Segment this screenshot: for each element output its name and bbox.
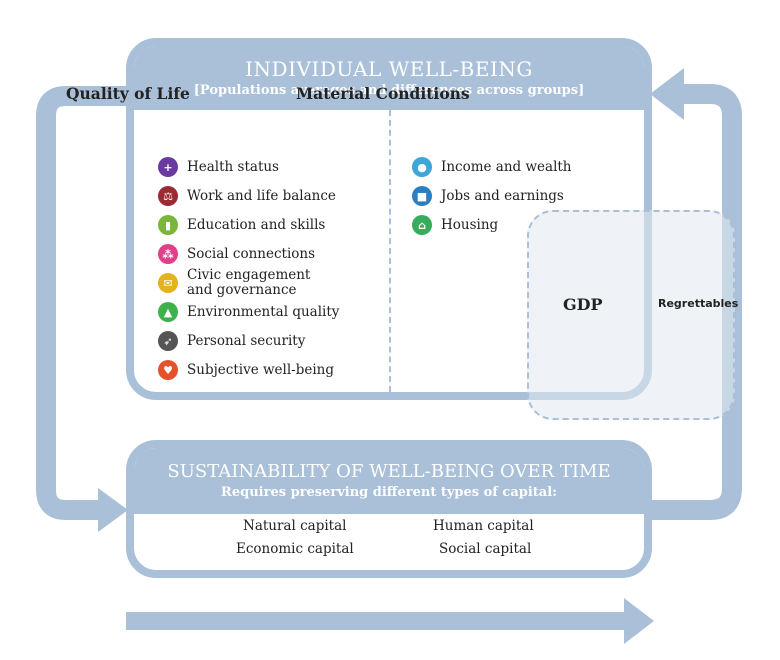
natural-capital-label: Natural capital (243, 518, 347, 534)
list-item-label: Education and skills (187, 216, 326, 233)
heart-icon: ♥ (158, 360, 178, 380)
list-item-label: Civic engagement and governance (187, 267, 311, 298)
sustainability-panel: SUSTAINABILITY OF WELL-BEING OVER TIME R… (126, 440, 652, 578)
list-item: ✉ Civic engagement and governance (158, 268, 310, 298)
list-item-label: Personal security (187, 332, 306, 349)
gdp-label: GDP (563, 295, 603, 314)
column-divider (389, 110, 391, 392)
ballot-envelope-icon: ✉ (158, 273, 178, 293)
left-arrowhead (98, 488, 128, 532)
list-item-label: Health status (187, 158, 279, 175)
list-item-label: Environmental quality (187, 303, 340, 320)
sustainability-title: SUSTAINABILITY OF WELL-BEING OVER TIME (167, 461, 611, 482)
list-item: ● Income and wealth (412, 157, 572, 177)
book-icon: ▮ (158, 215, 178, 235)
sustainability-header: SUSTAINABILITY OF WELL-BEING OVER TIME R… (134, 448, 644, 514)
right-arrowhead (650, 68, 684, 120)
list-item: ⌂ Housing (412, 215, 498, 235)
tree-icon: ▲ (158, 302, 178, 322)
human-capital-label: Human capital (433, 518, 534, 534)
list-item: ▲ Environmental quality (158, 302, 339, 322)
left-loop-arrow (36, 86, 128, 520)
quality-of-life-heading: Quality of Life (66, 84, 190, 103)
list-item: ▮ Education and skills (158, 215, 325, 235)
individual-well-being-subtitle: [Populations averages and differences ac… (193, 83, 585, 98)
time-arrowhead (624, 598, 654, 644)
individual-well-being-header: INDIVIDUAL WELL-BEING [Populations avera… (134, 46, 644, 110)
material-conditions-heading: Material Conditions (296, 84, 470, 103)
sustainability-subtitle: Requires preserving different types of c… (221, 485, 557, 500)
list-item: ♥ Subjective well-being (158, 360, 334, 380)
list-item-label: Subjective well-being (187, 361, 334, 378)
people-icon: ⁂ (158, 244, 178, 264)
list-item-label: Jobs and earnings (441, 187, 564, 204)
list-item-label: Social connections (187, 245, 316, 262)
list-item: ➶ Personal security (158, 331, 305, 351)
balance-scale-icon: ⚖ (158, 186, 178, 206)
social-capital-label: Social capital (439, 541, 532, 557)
list-item: + Health status (158, 157, 279, 177)
gdp-region (527, 210, 735, 420)
economic-capital-label: Economic capital (236, 541, 354, 557)
health-cross-icon: + (158, 157, 178, 177)
house-icon: ⌂ (412, 215, 432, 235)
individual-well-being-title: INDIVIDUAL WELL-BEING (245, 57, 533, 81)
list-item: ⚖ Work and life balance (158, 186, 336, 206)
list-item-label: Income and wealth (441, 158, 572, 175)
time-arrow-shaft (126, 612, 626, 630)
running-person-icon: ➶ (158, 331, 178, 351)
regrettables-label: Regrettables (658, 297, 739, 310)
coins-icon: ● (412, 157, 432, 177)
list-item: ⁂ Social connections (158, 244, 315, 264)
list-item: ■ Jobs and earnings (412, 186, 564, 206)
list-item-label: Housing (441, 216, 499, 233)
briefcase-icon: ■ (412, 186, 432, 206)
list-item-label: Work and life balance (187, 187, 336, 204)
